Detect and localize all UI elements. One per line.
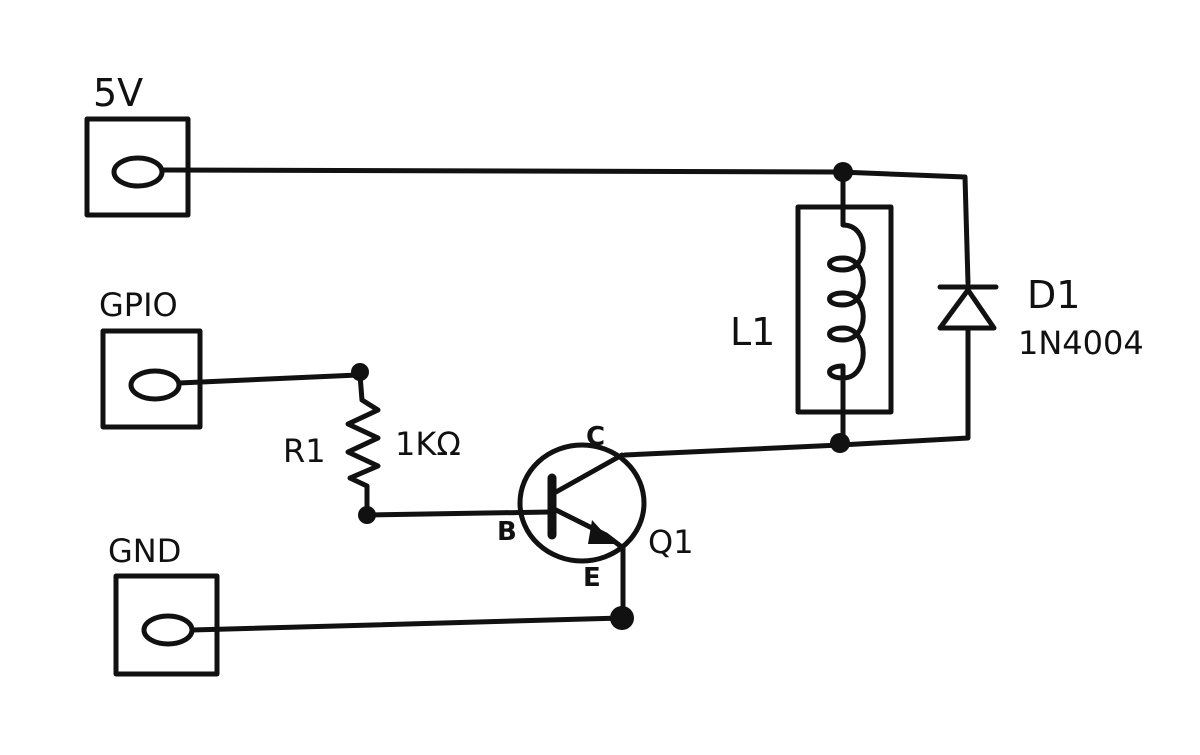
terminal-gnd: GND xyxy=(108,532,220,677)
terminal-gpio-box xyxy=(100,328,203,430)
resistor-r1: R1 1KΩ xyxy=(283,372,461,518)
terminal-gnd-pin xyxy=(141,613,195,647)
wire-5v-rail xyxy=(159,167,971,286)
terminal-gpio-label: GPIO xyxy=(99,286,178,324)
transistor-emitter-arrow-icon xyxy=(588,520,614,544)
terminal-5v-label: 5V xyxy=(93,71,143,115)
transistor-emitter-label: E xyxy=(583,563,601,593)
terminal-gpio-pin xyxy=(128,368,182,402)
junction-ground xyxy=(610,606,634,630)
terminal-5v: 5V xyxy=(84,71,191,218)
terminal-gnd-box xyxy=(113,573,220,677)
terminal-gnd-label: GND xyxy=(108,532,181,570)
wires xyxy=(159,167,971,633)
resistor-zigzag xyxy=(345,372,381,518)
junction-coil-low xyxy=(830,433,850,453)
junction-gpio xyxy=(351,363,369,381)
diode-d1: D1 1N4004 xyxy=(937,273,1144,362)
coil-winding xyxy=(827,169,866,446)
inductor-l1: L1 xyxy=(730,169,894,446)
inductor-ref-label: L1 xyxy=(730,310,775,354)
wire-collector-node xyxy=(622,327,971,458)
diode-triangle xyxy=(937,287,997,331)
transistor-collector-label: C xyxy=(586,422,605,452)
terminal-5v-pin xyxy=(111,155,165,189)
transistor-collector-lead xyxy=(553,452,625,495)
resistor-ref-label: R1 xyxy=(283,432,326,470)
transistor-base-label: B xyxy=(497,517,517,547)
terminal-gpio: GPIO xyxy=(99,286,203,430)
transistor-ref-label: Q1 xyxy=(648,523,694,561)
transistor-body xyxy=(517,442,647,564)
diode-ref-label: D1 xyxy=(1027,273,1080,317)
transistor-emitter-lead xyxy=(553,507,626,551)
resistor-value-label: 1KΩ xyxy=(395,425,461,463)
wire-gpio xyxy=(176,372,361,386)
terminal-5v-box xyxy=(84,116,191,218)
diode-part-label: 1N4004 xyxy=(1018,324,1144,362)
transistor-q1: C B E Q1 xyxy=(497,422,694,593)
wire-gnd xyxy=(189,615,625,633)
